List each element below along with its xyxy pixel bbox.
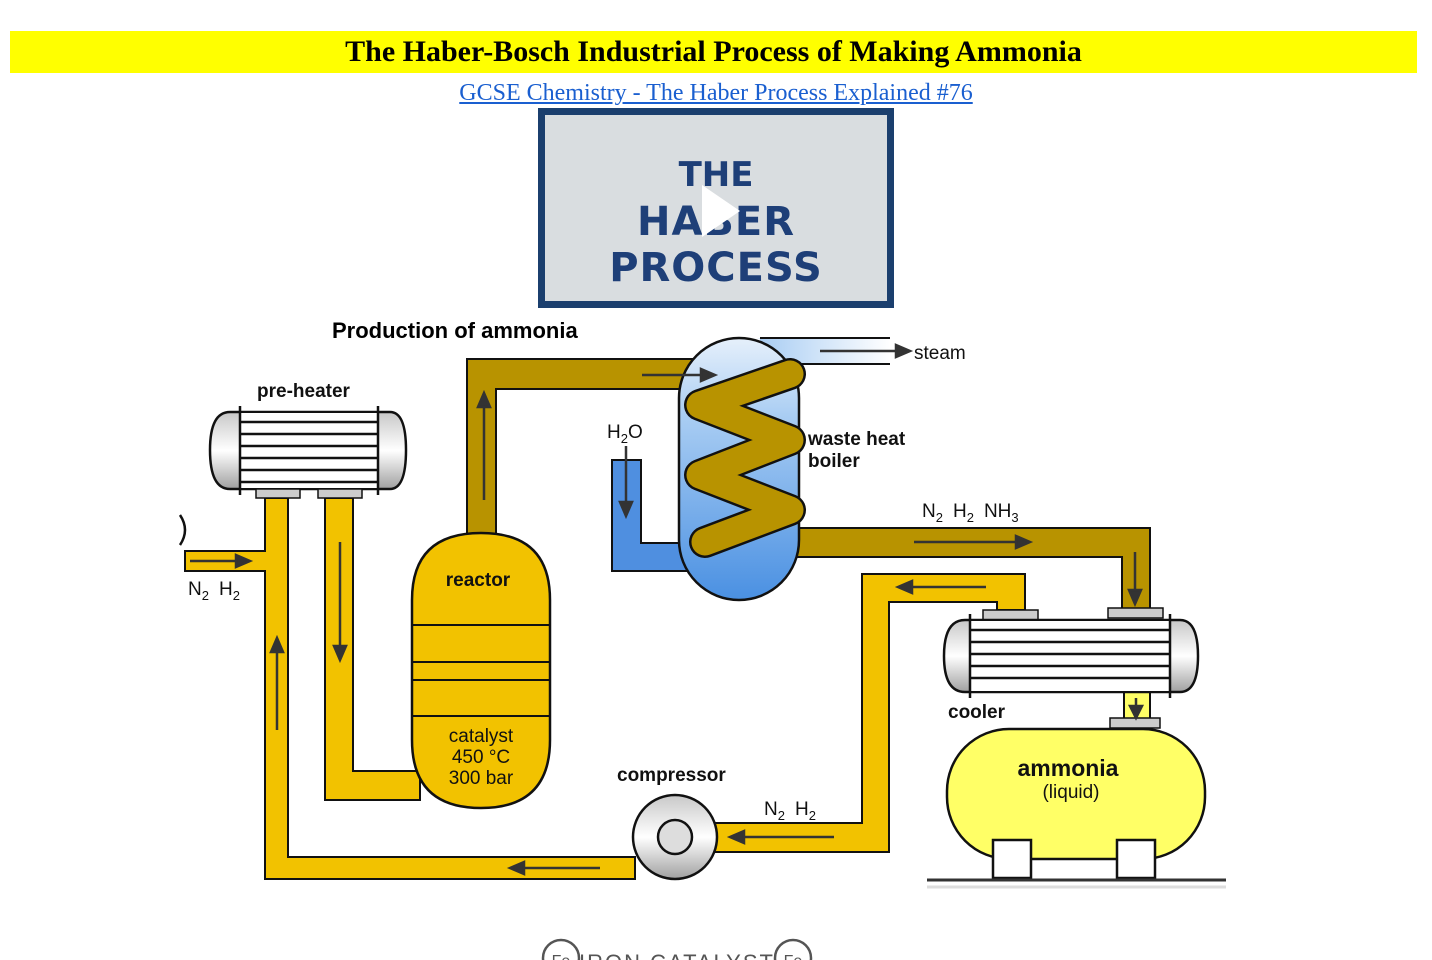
- ammonia-label: ammonia: [1018, 755, 1119, 781]
- water-sub: 2: [621, 431, 628, 446]
- temperature-label: 450 °C: [452, 747, 510, 768]
- liquid-label: (liquid): [1042, 782, 1099, 803]
- iron-catalyst-graphic: Fe IRON CATALYST Fe: [543, 940, 811, 960]
- water-label: H2O: [607, 422, 643, 446]
- pressure-label: 300 bar: [449, 768, 514, 789]
- hot-pipes: [467, 359, 1150, 612]
- water-h: H: [607, 422, 621, 443]
- reactor-label: reactor: [446, 570, 511, 591]
- gas-label-recycle: N2H2: [764, 799, 816, 823]
- pre-heater: [210, 406, 406, 498]
- gas-label-boiler-outlet: N2H2NH3: [922, 501, 1019, 525]
- steam-label: steam: [914, 343, 966, 364]
- fe-symbol-left: Fe: [552, 953, 571, 960]
- gas-label-inlet: N2H2: [188, 579, 240, 603]
- catalyst-label: catalyst: [449, 726, 514, 747]
- feed-pipe: [185, 498, 635, 879]
- fe-symbol-right: Fe: [784, 953, 803, 960]
- ammonia-tank: [927, 729, 1226, 887]
- iron-catalyst-text: IRON CATALYST: [579, 950, 775, 960]
- boiler-label-line1: waste heat: [807, 429, 906, 450]
- compressor: [633, 795, 717, 879]
- inlet-fragment: [180, 515, 185, 545]
- water-o: O: [628, 422, 643, 443]
- cooler-label: cooler: [948, 702, 1006, 723]
- diagram-heading: Production of ammonia: [332, 318, 578, 343]
- compressor-label: compressor: [617, 765, 726, 786]
- preheater-label: pre-heater: [257, 381, 351, 402]
- boiler-label-line2: boiler: [808, 451, 860, 472]
